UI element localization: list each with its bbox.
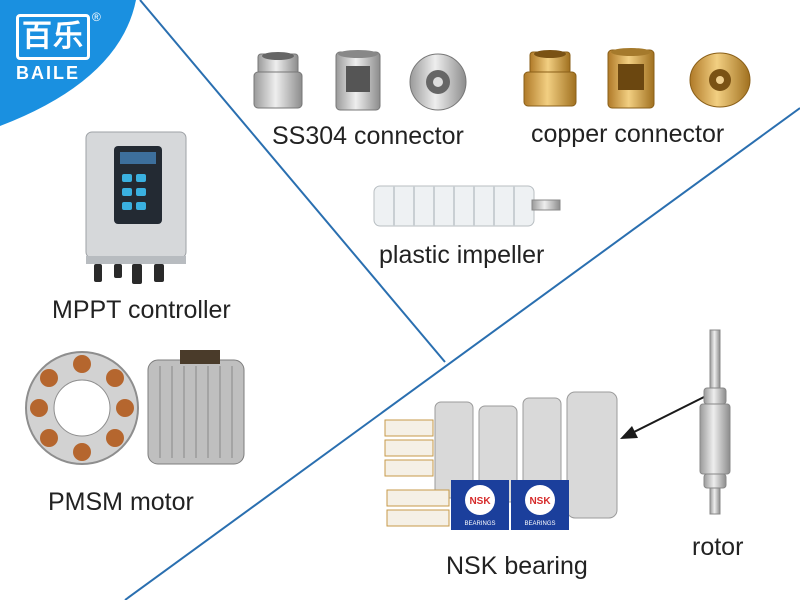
ss304-connector-label: SS304 connector	[272, 122, 464, 150]
plastic-impeller-label: plastic impeller	[379, 241, 545, 269]
copper-connector-label: copper connector	[531, 120, 725, 148]
brand-name-cn: 百乐	[16, 14, 90, 60]
pmsm-motor-image	[25, 350, 245, 465]
divider-line-left	[139, 0, 446, 363]
motor-stator	[25, 351, 139, 465]
divider-line-right	[124, 107, 800, 600]
brand-corner	[0, 0, 136, 126]
copper-connector-3	[689, 52, 751, 108]
plastic-impeller-image	[373, 185, 561, 227]
rotor-image	[699, 329, 731, 515]
mppt-controller-label: MPPT controller	[52, 296, 231, 324]
ss304-connector-1	[253, 52, 303, 109]
copper-connector-1	[523, 50, 577, 107]
brand-name-en: BAILE	[16, 63, 80, 83]
nsk-box-2-text: NSK	[529, 496, 551, 507]
nsk-box-1: NSK BEARINGS	[451, 480, 509, 530]
copper-connector-images	[523, 48, 751, 109]
bearing-small-boxes	[384, 419, 450, 527]
ss304-connector-images	[253, 50, 467, 111]
rotor-label: rotor	[692, 533, 744, 561]
mppt-controller-image	[85, 131, 187, 284]
pointer-arrow-icon	[620, 395, 707, 439]
nsk-box-2-subtext: BEARINGS	[524, 521, 555, 527]
nsk-box-1-subtext: BEARINGS	[464, 521, 495, 527]
motor-housing	[147, 350, 245, 465]
nsk-bearing-image: NSK BEARINGS NSK BEARINGS	[384, 391, 618, 530]
pmsm-motor-label: PMSM motor	[48, 488, 194, 516]
nsk-box-1-text: NSK	[469, 496, 491, 507]
copper-connector-2	[607, 48, 655, 109]
brand-logo: 百乐 ® BAILE	[8, 10, 108, 95]
nsk-bearing-label: NSK bearing	[446, 552, 588, 580]
nsk-box-2: NSK BEARINGS	[511, 480, 569, 530]
ss304-connector-2	[335, 50, 381, 111]
registered-mark: ®	[92, 10, 101, 24]
ss304-connector-3	[409, 53, 467, 111]
bearing-stacks	[434, 391, 618, 519]
